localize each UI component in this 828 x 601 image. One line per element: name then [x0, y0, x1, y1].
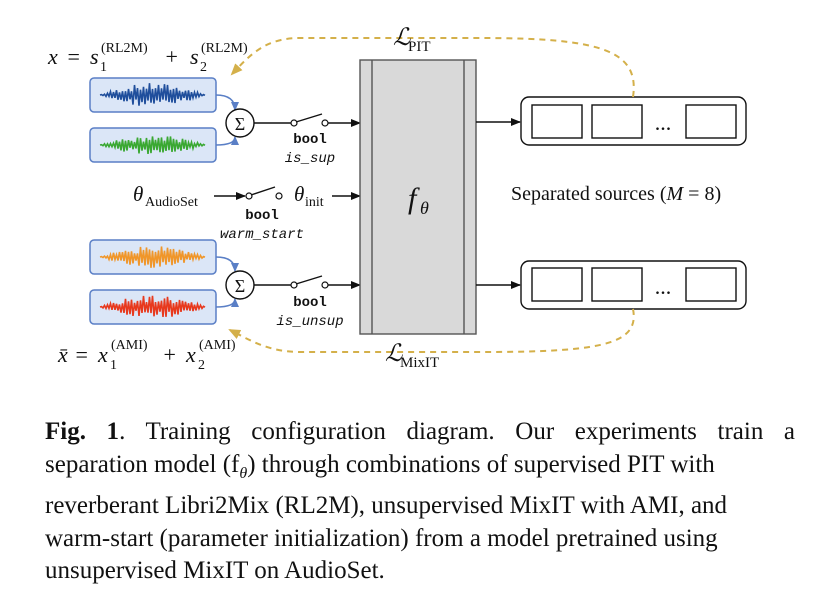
- model-block: f θ: [359, 59, 477, 335]
- source-slot: [591, 104, 643, 139]
- switch-is-sup[interactable]: bool is_sup: [254, 113, 361, 167]
- caption-line-3: reverberant Libri2Mix (RL2M), unsupervis…: [45, 492, 728, 519]
- switch-warm-start-name: warm_start: [220, 227, 304, 243]
- eq-top-plus: +: [160, 44, 183, 69]
- eq-bottom-plus: +: [158, 342, 181, 367]
- eq-top-equals: =: [62, 44, 85, 69]
- waveform-blue: [99, 83, 206, 106]
- loss-mixit-subscript: MixIT: [400, 355, 439, 371]
- switch-is-sup-bool: bool: [293, 132, 327, 148]
- eq-bottom-x2-index: 2: [198, 358, 205, 373]
- source-slot: [531, 104, 583, 139]
- caption-line-5: unsupervised MixIT on AudioSet.: [45, 557, 385, 584]
- svg-text:Separated sources (M = 8): Separated sources (M = 8): [511, 183, 721, 205]
- eq-bottom-x2: x: [185, 342, 196, 367]
- switch-warm-start[interactable]: θ AudioSet θ init bool warm_start: [133, 182, 361, 243]
- waveform-box-green: [89, 127, 217, 163]
- sum-node-top: Σ: [225, 108, 255, 138]
- separated-sources-label: Separated sources (M = 8): [511, 183, 721, 205]
- eq-top-s1-superscript: (RL2M): [101, 41, 148, 56]
- eq-top-s2-superscript: (RL2M): [201, 41, 248, 56]
- eq-bottom-x1-index: 1: [110, 358, 117, 373]
- loss-mixit-symbol: ℒ: [385, 341, 403, 367]
- theta-init-subscript: init: [305, 195, 324, 210]
- theta-audioset: θ: [133, 182, 143, 206]
- switch-warm-start-bool: bool: [245, 208, 279, 224]
- eq-top-s2: s: [190, 44, 199, 69]
- loss-mixit-arrow: [228, 308, 635, 353]
- caption-line-4: warm-start (parameter initialization) fr…: [45, 524, 718, 552]
- loss-mixit-label: ℒ MixIT: [385, 341, 439, 371]
- sources-ellipsis: ...: [655, 274, 672, 299]
- caption-line-2b: ) through combinations of supervised PIT…: [247, 450, 715, 478]
- eq-bottom-x2-superscript: (AMI): [199, 338, 236, 353]
- waveform-box-orange: [89, 239, 217, 275]
- eq-bottom-equals: =: [70, 342, 93, 367]
- waveform-red: [99, 295, 206, 317]
- waveform-box-blue: [89, 77, 217, 113]
- training-diagram: x = s 1 (RL2M) + s 2 (RL2M) x̄ = x 1 (AM…: [47, 25, 747, 373]
- eq-top-s2-index: 2: [200, 60, 207, 75]
- caption-label: Fig. 1: [45, 418, 120, 445]
- eq-bottom-x1-superscript: (AMI): [111, 338, 148, 353]
- switch-is-unsup[interactable]: bool is_unsup: [254, 275, 361, 330]
- output-sources-top: ...: [520, 96, 747, 146]
- model-label-subscript: θ: [420, 198, 429, 218]
- loss-pit-subscript: PIT: [408, 39, 431, 55]
- eq-top-s1-index: 1: [100, 60, 107, 75]
- sum-symbol-top: Σ: [235, 114, 245, 134]
- eq-bottom-lhs: x̄: [57, 342, 68, 367]
- separated-eq: = 8): [683, 183, 721, 205]
- theta-init: θ: [294, 182, 304, 206]
- caption-line-1-text: . Training configuration diagram. Our ex…: [119, 418, 796, 445]
- sum-node-bottom: Σ: [225, 270, 255, 300]
- eq-top-s1: s: [90, 44, 99, 69]
- source-slot: [531, 267, 583, 302]
- eq-bottom-x1: x: [97, 342, 108, 367]
- source-slot: [685, 104, 737, 139]
- waveform-box-red: [89, 289, 217, 325]
- loss-pit-symbol: ℒ: [393, 25, 411, 51]
- sum-symbol-bottom: Σ: [235, 276, 245, 296]
- blue-connectors: [215, 94, 239, 308]
- separated-text: Separated sources (: [511, 183, 667, 205]
- source-slot: [685, 267, 737, 302]
- switch-is-unsup-bool: bool: [293, 295, 327, 311]
- eq-top-lhs: x: [47, 44, 58, 69]
- loss-pit-label: ℒ PIT: [393, 25, 431, 55]
- equation-top: x = s 1 (RL2M) + s 2 (RL2M): [47, 41, 248, 75]
- equation-bottom: x̄ = x 1 (AMI) + x 2 (AMI): [57, 338, 236, 373]
- switch-is-unsup-name: is_unsup: [276, 314, 343, 330]
- waveform-green: [99, 136, 206, 154]
- waveform-orange: [99, 246, 206, 268]
- output-sources-bottom: ...: [520, 260, 747, 310]
- caption-line-2a: separation model (f: [45, 450, 240, 478]
- separated-m: M: [666, 183, 685, 205]
- figure-caption: Fig. 1. Training configuration diagram. …: [45, 416, 795, 588]
- switch-is-sup-name: is_sup: [285, 151, 335, 167]
- source-slot: [591, 267, 643, 302]
- theta-audioset-subscript: AudioSet: [145, 195, 198, 210]
- caption-f-theta-sub: θ: [239, 464, 248, 482]
- sources-ellipsis: ...: [655, 110, 672, 135]
- caption-line-1: Fig. 1. Training configuration diagram. …: [45, 416, 795, 449]
- caption-line-2: separation model (fθ) through combinatio…: [45, 449, 795, 491]
